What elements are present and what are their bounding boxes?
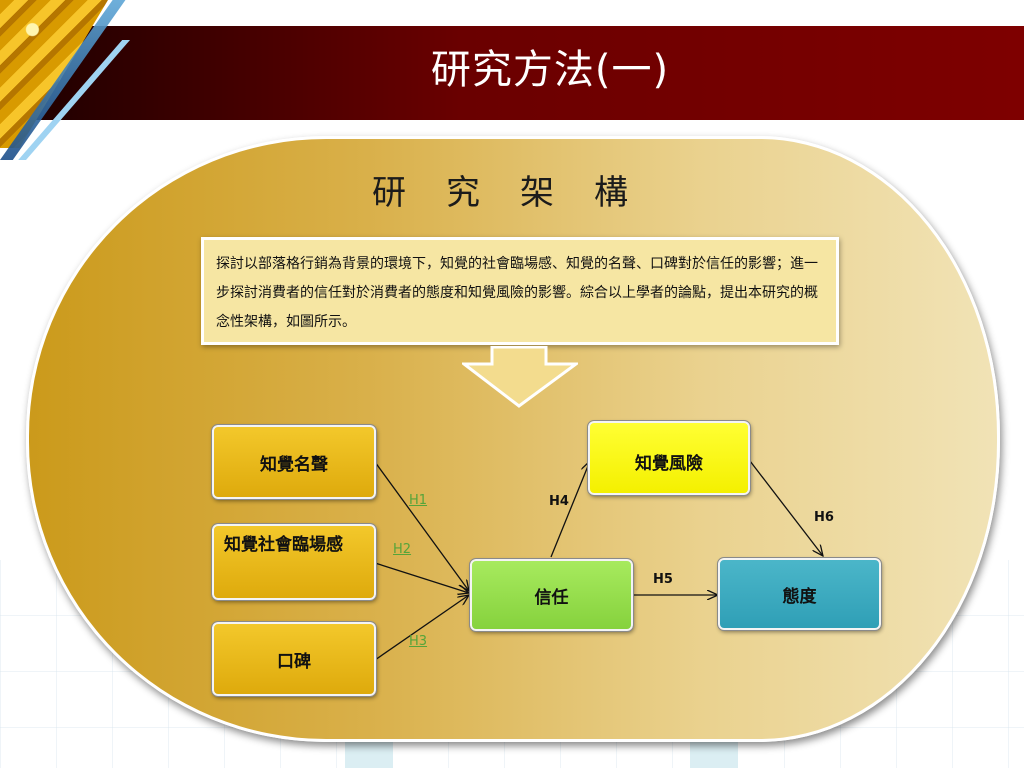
edge-h3 — [374, 595, 469, 661]
node-reputation: 知覺名聲 — [211, 424, 377, 500]
node-label: 態度 — [782, 586, 817, 607]
node-word-of-mouth: 口碑 — [211, 621, 377, 697]
edge-h2 — [374, 562, 469, 593]
hypothesis-h3-link[interactable]: H3 — [409, 634, 428, 649]
description-box: 探討以部落格行銷為背景的環境下，知覺的社會臨場感、知覺的名聲、口碑對於信任的影響… — [201, 237, 839, 345]
edge-h1 — [374, 461, 469, 591]
panel-title: 研究架構 — [372, 173, 668, 213]
description-text: 探討以部落格行銷為背景的環境下，知覺的社會臨場感、知覺的名聲、口碑對於信任的影響… — [216, 256, 818, 330]
hypothesis-h6-label: H6 — [814, 510, 834, 525]
node-label: 口碑 — [277, 651, 311, 672]
hypothesis-h1-link[interactable]: H1 — [409, 493, 428, 508]
hypothesis-h4-label: H4 — [549, 494, 569, 509]
hypothesis-h2-link[interactable]: H2 — [393, 542, 412, 557]
hypothesis-h5-label: H5 — [653, 572, 673, 587]
edge-h6 — [749, 460, 823, 556]
node-trust: 信任 — [469, 558, 634, 632]
node-label: 知覺社會臨場感 — [224, 535, 343, 555]
node-social-presence: 知覺社會臨場感 — [211, 523, 377, 601]
node-attitude: 態度 — [717, 557, 882, 631]
down-arrow-icon — [462, 346, 578, 408]
node-perceived-risk: 知覺風險 — [587, 420, 751, 496]
edge-h4 — [550, 461, 590, 558]
node-label: 知覺名聲 — [260, 454, 328, 475]
node-label: 信任 — [534, 587, 569, 608]
slide-title: 研究方法(一) — [430, 47, 670, 93]
title-banner — [0, 26, 1024, 120]
node-label: 知覺風險 — [635, 454, 703, 474]
